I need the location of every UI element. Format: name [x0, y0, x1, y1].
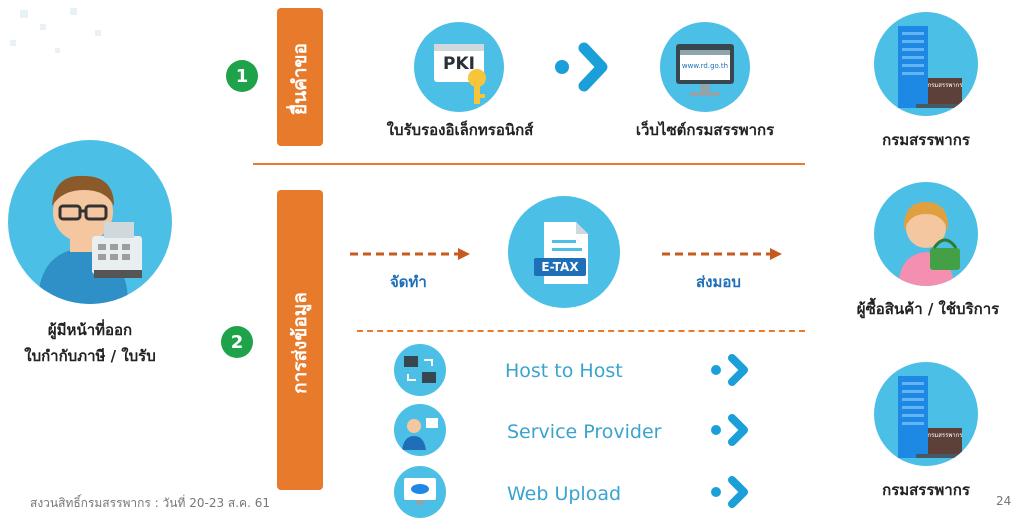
step-1-bar: ยื่นคำขอ — [277, 8, 323, 146]
service-provider-icon — [402, 418, 438, 450]
servers-icon — [404, 356, 436, 383]
methods-separator — [357, 330, 805, 332]
certificate-label: ใบรับรองอิเล็กทรอนิกส์ — [386, 121, 534, 139]
building-icon — [898, 376, 966, 458]
deliver-arrow-icon — [662, 248, 782, 260]
footer-copyright: สงวนสิทธิ์กรมสรรพากร : วันที่ 20-23 ส.ค.… — [30, 496, 270, 510]
section-divider — [253, 163, 805, 165]
etax-text: E-TAX — [541, 260, 579, 274]
revenue-dept-circle-2: กรมสรรพากร — [874, 362, 978, 466]
shopper-icon — [898, 202, 960, 286]
buyer-label: ผู้ซื้อสินค้า / ใช้บริการ — [856, 300, 1000, 318]
building-icon — [898, 26, 966, 108]
issuer-label-line1: ผู้มีหน้าที่ออก — [47, 321, 133, 339]
page-number: 24 — [996, 494, 1012, 508]
cloud-upload-icon — [404, 478, 436, 505]
upload-arrow-icon — [711, 476, 748, 508]
website-label: เว็บไซต์กรมสรรพากร — [635, 121, 775, 139]
provider-circle — [394, 404, 446, 456]
computer-monitor-icon — [676, 44, 734, 96]
issuer-avatar — [8, 140, 172, 304]
certificate-circle: PKI — [414, 22, 504, 112]
cashier-icon — [38, 175, 142, 304]
issuer-label-line2: ใบกำกับภาษี / ใบรับ — [24, 347, 156, 365]
revenue-dept-label-2: กรมสรรพากร — [882, 481, 970, 499]
buyer-circle — [874, 182, 978, 286]
step-1-badge: 1 — [226, 60, 258, 92]
upload-circle — [394, 466, 446, 518]
host-arrow-icon — [711, 354, 748, 386]
website-circle: www.rd.go.th — [660, 22, 750, 112]
step-2-bar: การส่งข้อมูล — [277, 190, 323, 490]
make-label: จัดทำ — [390, 273, 427, 291]
method-host-to-host: Host to Host — [505, 360, 623, 382]
building-sign-1: กรมสรรพากร — [927, 82, 963, 89]
host-circle — [394, 344, 446, 396]
revenue-dept-label-1: กรมสรรพากร — [882, 131, 970, 149]
provider-arrow-icon — [711, 414, 748, 446]
method-web-upload: Web Upload — [507, 483, 622, 505]
decorative-dots — [10, 8, 101, 53]
etax-document-icon — [534, 222, 588, 284]
pki-text: PKI — [443, 54, 475, 74]
step-1-label: ยื่นคำขอ — [289, 43, 311, 115]
deliver-label: ส่งมอบ — [696, 273, 741, 291]
website-url: www.rd.go.th — [681, 62, 729, 70]
etax-circle: E-TAX — [508, 196, 620, 308]
method-service-provider: Service Provider — [507, 421, 662, 443]
step-2-badge: 2 — [221, 326, 253, 358]
pki-key-icon — [434, 44, 486, 104]
make-arrow-icon — [350, 248, 470, 260]
building-sign-2: กรมสรรพากร — [927, 432, 963, 439]
step-1-arrow-icon — [555, 42, 608, 92]
revenue-dept-circle-1: กรมสรรพากร — [874, 12, 978, 116]
step-2-label: การส่งข้อมูล — [289, 292, 311, 394]
